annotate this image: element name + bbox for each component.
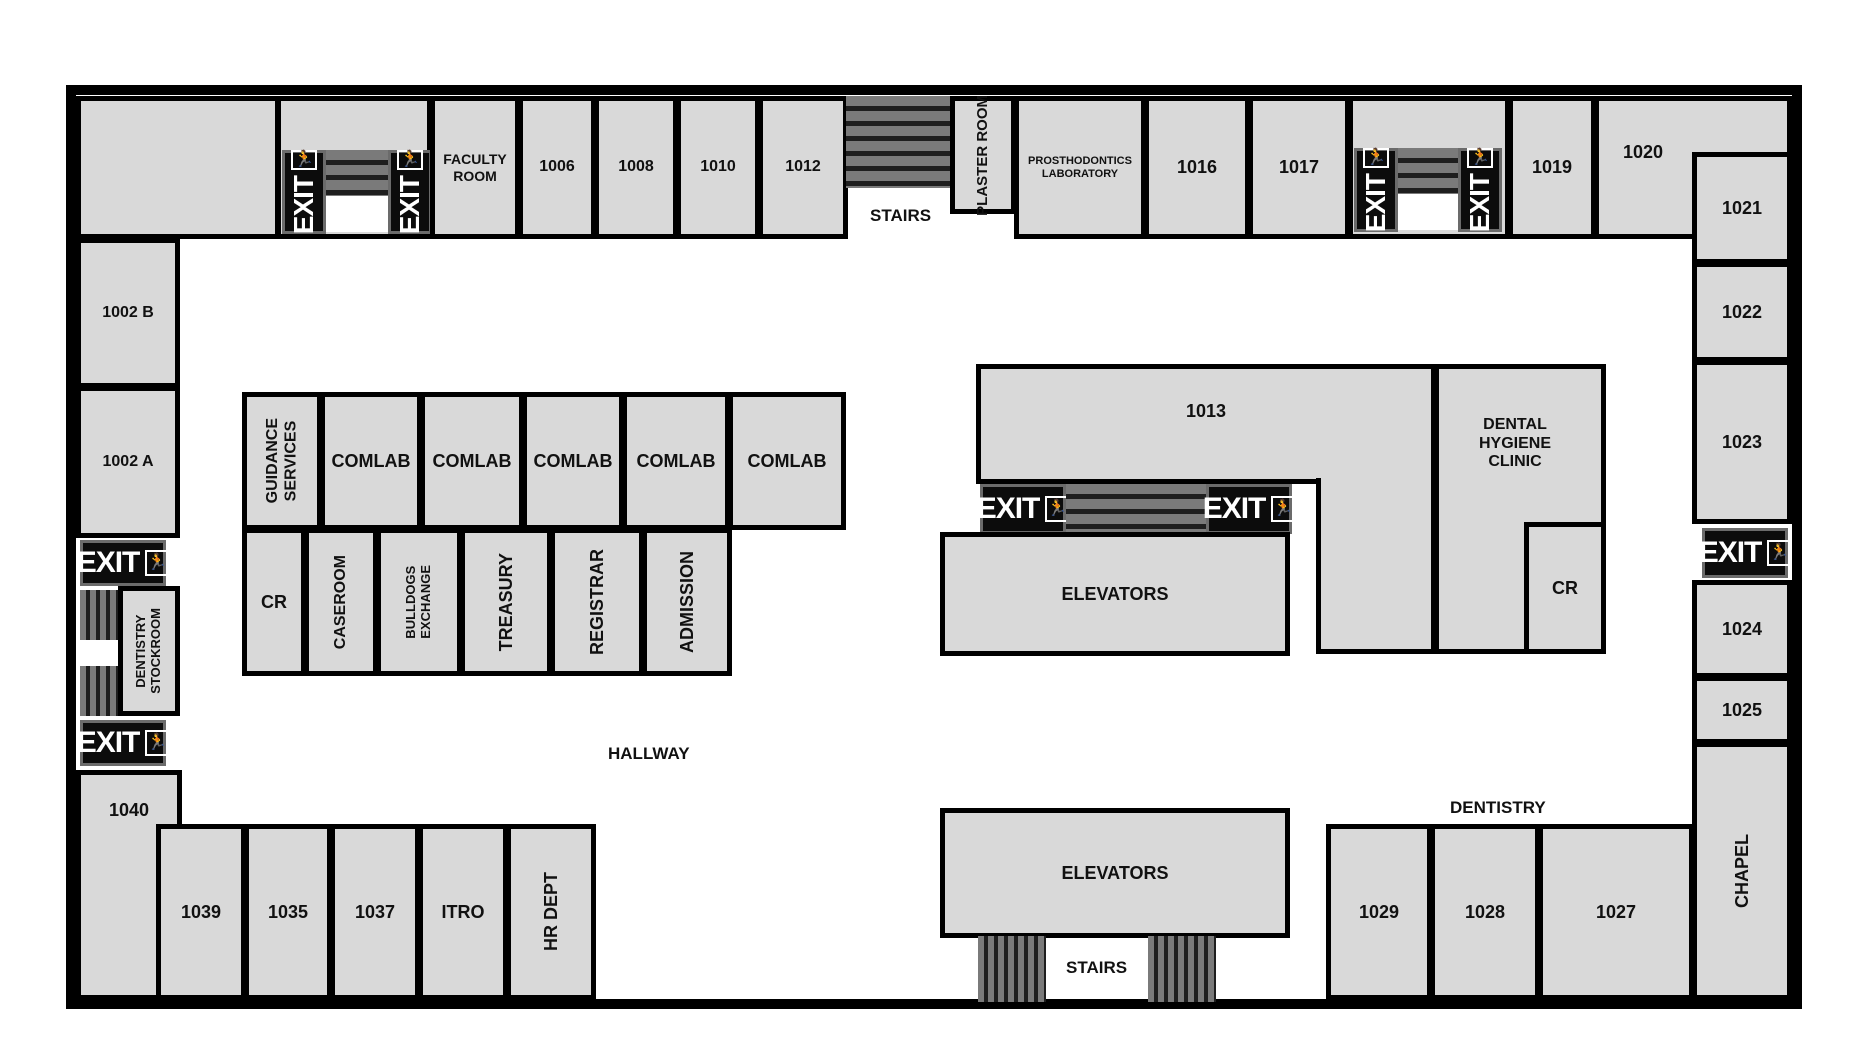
exit-sign-top-right-b[interactable]: 🏃 EXIT [1458,147,1502,232]
room-itro[interactable]: ITRO [418,824,508,1000]
room-1013[interactable]: 1013 [976,364,1436,484]
room-comlab-5[interactable]: COMLAB [728,392,846,530]
room-1027[interactable]: 1027 [1538,824,1694,1000]
stairs-bottom-right[interactable] [1148,936,1216,1002]
room-1029[interactable]: 1029 [1326,824,1432,1000]
exit-sign-center-b[interactable]: EXIT 🏃 [1203,484,1296,534]
room-plaster-room[interactable]: PLASTER ROOM [950,95,1016,215]
running-person-icon: 🏃 [1271,496,1296,522]
room-treasury[interactable]: TREASURY [460,528,552,676]
stair-landing-top-right [1398,194,1458,230]
hallway-label: HALLWAY [608,744,690,763]
room-1010[interactable]: 1010 [676,96,760,239]
room-1008[interactable]: 1008 [594,96,678,239]
running-person-icon: 🏃 [1767,540,1792,566]
stairs-center[interactable] [1066,484,1206,534]
room-bulldogs-exchange[interactable]: BULLDOGS EXCHANGE [376,528,462,676]
room-1013-extension[interactable] [1316,478,1436,654]
exit-sign-center-a[interactable]: EXIT 🏃 [977,484,1070,534]
room-admission[interactable]: ADMISSION [642,528,732,676]
room-comlab-4[interactable]: COMLAB [622,392,730,530]
running-person-icon: 🏃 [145,730,170,756]
room-caseroom[interactable]: CASEROOM [304,528,378,676]
room-corner-top-left[interactable] [76,96,280,239]
room-registrar[interactable]: REGISTRAR [550,528,644,676]
room-comlab-1[interactable]: COMLAB [320,392,422,530]
room-guidance-services[interactable]: GUIDANCE SERVICES [242,392,322,530]
room-1017[interactable]: 1017 [1248,96,1350,239]
room-1012[interactable]: 1012 [758,96,848,239]
stair-landing-top-left [326,196,388,232]
stair-landing-left [78,642,120,664]
room-1016[interactable]: 1016 [1144,96,1250,239]
room-1025[interactable]: 1025 [1692,676,1792,744]
room-1023[interactable]: 1023 [1692,360,1792,524]
stairs-label-top: STAIRS [870,206,932,225]
stairs-left-upper[interactable] [80,590,120,640]
room-1035[interactable]: 1035 [244,824,332,1000]
room-1039[interactable]: 1039 [156,824,246,1000]
room-elevators-upper[interactable]: ELEVATORS [940,532,1290,656]
room-hr-dept[interactable]: HR DEPT [506,824,596,1000]
room-1002b[interactable]: 1002 B [76,238,180,388]
running-person-icon: 🏃 [291,149,317,170]
room-chapel[interactable]: CHAPEL [1692,742,1792,1000]
room-dental-hygiene-clinic[interactable]: DENTAL HYGIENE CLINIC [1434,364,1606,654]
room-1019[interactable]: 1019 [1508,96,1596,239]
exit-sign-right[interactable]: EXIT 🏃 [1699,528,1792,578]
dentistry-label: DENTISTRY [1450,798,1546,817]
room-cr-left[interactable]: CR [242,528,306,676]
stairs-top-right[interactable] [1398,148,1458,194]
stairs-top-left[interactable] [326,150,388,196]
room-1002a[interactable]: 1002 A [76,386,180,538]
room-1037[interactable]: 1037 [330,824,420,1000]
room-1024[interactable]: 1024 [1692,580,1792,678]
exit-sign-top-left-b[interactable]: 🏃 EXIT [388,149,432,234]
exit-sign-left-upper[interactable]: EXIT 🏃 [77,540,170,586]
room-cr-right[interactable]: CR [1524,522,1606,654]
room-1021[interactable]: 1021 [1692,152,1792,264]
room-elevators-lower[interactable]: ELEVATORS [940,808,1290,938]
stairs-left-lower[interactable] [80,666,120,716]
room-prosthodontics-laboratory[interactable]: PROSTHODONTICS LABORATORY [1014,96,1146,239]
stairs-bottom-left[interactable] [978,936,1046,1002]
running-person-icon: 🏃 [397,149,423,170]
exit-sign-top-left-a[interactable]: 🏃 EXIT [282,149,326,234]
stairs-top-center[interactable] [846,96,952,188]
room-dentistry-stockroom[interactable]: DENTISTRY STOCKROOM [118,586,180,716]
running-person-icon: 🏃 [1363,147,1389,168]
exit-sign-top-right-a[interactable]: 🏃 EXIT [1354,147,1398,232]
room-comlab-2[interactable]: COMLAB [420,392,524,530]
room-1022[interactable]: 1022 [1692,262,1792,362]
running-person-icon: 🏃 [145,550,170,576]
room-1006[interactable]: 1006 [518,96,596,239]
room-comlab-3[interactable]: COMLAB [522,392,624,530]
room-1028[interactable]: 1028 [1430,824,1540,1000]
running-person-icon: 🏃 [1467,147,1493,168]
room-faculty-room[interactable]: FACULTY ROOM [430,96,520,239]
exit-sign-left-lower[interactable]: EXIT 🏃 [77,720,170,766]
stairs-label-bottom: STAIRS [1066,958,1128,977]
